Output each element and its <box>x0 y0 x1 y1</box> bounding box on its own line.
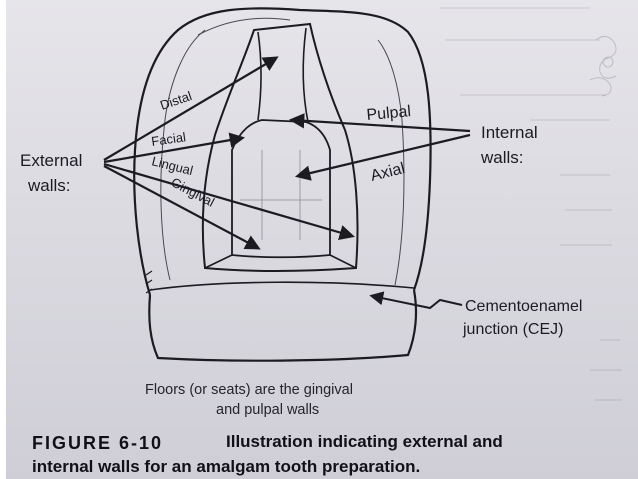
label-cej-line2: junction (CEJ) <box>462 321 563 338</box>
preparation-isthmus <box>257 27 309 123</box>
root-outline <box>148 289 418 362</box>
crown-contour-left <box>160 29 206 281</box>
label-facial: Facial <box>150 129 187 149</box>
arrow-pulpal <box>288 113 471 133</box>
internal-wall-arrows <box>288 113 471 181</box>
caption-line1: Floors (or seats) are the gingival <box>145 382 353 398</box>
cej-leader <box>369 291 463 310</box>
label-pulpal: Pulpal <box>366 103 412 124</box>
arrow-facial <box>103 132 246 164</box>
axial-wall-box <box>231 119 331 259</box>
label-external-walls-line2: walls: <box>27 176 71 195</box>
decorative-flourish <box>589 36 617 97</box>
figure-title-line1: Illustration indicating external and <box>226 432 503 451</box>
bleed-through-texture <box>440 7 622 401</box>
label-internal-walls-line2: walls: <box>480 148 524 167</box>
arrow-distal <box>103 56 279 161</box>
crown-cusp-line <box>197 17 291 36</box>
external-wall-arrows <box>103 56 355 250</box>
book-page <box>6 0 638 479</box>
label-lingual: Lingual <box>150 153 194 178</box>
figure-title-line2: internal walls for an amalgam tooth prep… <box>32 457 420 476</box>
caption-line2: and pulpal walls <box>216 402 319 418</box>
label-axial: Axial <box>369 160 407 185</box>
figure-number: FIGURE 6-10 <box>32 433 163 453</box>
axial-wall-detail <box>240 150 322 240</box>
preparation-outer-outline <box>201 22 359 272</box>
gingival-floor <box>204 254 357 269</box>
cej-line <box>149 281 415 291</box>
arrow-lingual <box>103 162 355 240</box>
label-internal-walls-line1: Internal <box>481 123 538 142</box>
arrow-gingival <box>103 165 261 250</box>
label-cej-line1: Cementoenamel <box>465 298 582 315</box>
label-external-walls-line1: External <box>20 151 82 170</box>
cej-hatch <box>145 270 153 294</box>
crown-outline <box>133 7 432 296</box>
arrow-axial <box>295 133 471 181</box>
